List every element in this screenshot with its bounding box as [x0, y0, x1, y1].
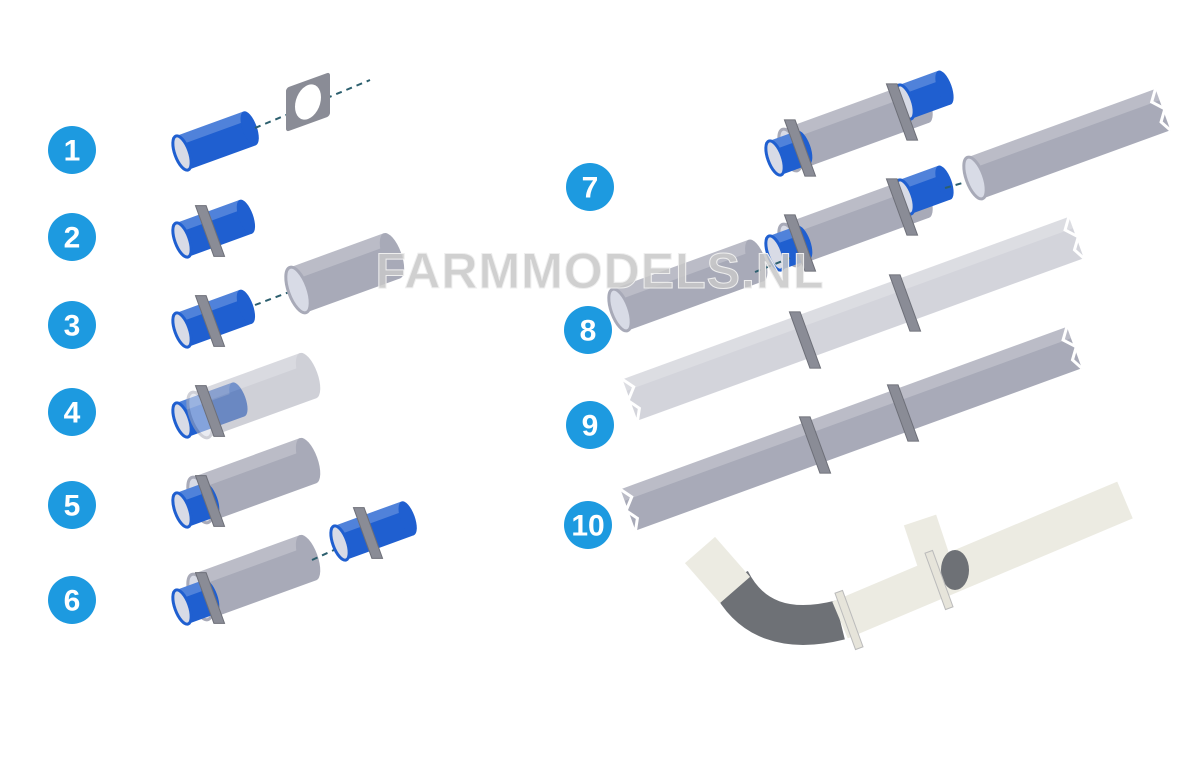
flange — [885, 83, 919, 141]
step-badge-3: 3 — [48, 301, 96, 349]
translucent-pipe — [186, 352, 321, 440]
flange — [194, 205, 226, 257]
gray-pipe — [284, 233, 405, 315]
step-badge-8: 8 — [564, 306, 612, 354]
blue-sleeve — [329, 501, 417, 562]
step-number: 6 — [64, 585, 81, 618]
step-number: 10 — [571, 510, 604, 543]
flange — [783, 214, 817, 272]
badge-circle — [566, 163, 614, 211]
step-number: 4 — [64, 397, 81, 430]
flange — [885, 178, 919, 236]
flange — [194, 572, 226, 624]
step-badge-1: 1 — [48, 126, 96, 174]
flange — [783, 119, 817, 177]
step-number: 9 — [582, 410, 599, 443]
elbow-assembly — [684, 481, 1133, 651]
badge-circle — [48, 481, 96, 529]
blue-sleeve — [894, 70, 954, 121]
step-number: 5 — [64, 490, 81, 523]
step-number: 3 — [64, 310, 81, 343]
badge-circle — [564, 501, 612, 549]
badge-circle — [566, 401, 614, 449]
badge-circle — [48, 301, 96, 349]
translucent-long-pipe — [621, 216, 1085, 421]
gray-pipe — [607, 239, 768, 333]
alignment-line — [254, 79, 371, 129]
step-badge-4: 4 — [48, 388, 96, 436]
badge-circle — [48, 388, 96, 436]
step-badge-2: 2 — [48, 213, 96, 261]
step-badge-7: 7 — [566, 163, 614, 211]
badge-circle — [48, 576, 96, 624]
blue-sleeve — [171, 111, 259, 172]
badge-circle — [564, 306, 612, 354]
flange — [352, 507, 384, 559]
step-badge-5: 5 — [48, 481, 96, 529]
flange — [194, 295, 226, 347]
watermark: FARMMODELS.NL — [375, 243, 824, 299]
alignment-line — [254, 287, 301, 306]
step-badge-6: 6 — [48, 576, 96, 624]
flange — [798, 416, 832, 474]
step-number: 7 — [582, 172, 599, 205]
flange — [194, 385, 226, 437]
step-number: 8 — [580, 315, 597, 348]
step-badge-9: 9 — [566, 401, 614, 449]
badge-circle — [48, 126, 96, 174]
blue-sleeve — [894, 165, 954, 216]
flange-ring — [286, 72, 330, 132]
badge-circle — [48, 213, 96, 261]
flange — [888, 274, 922, 332]
step-number: 1 — [64, 135, 81, 168]
flange — [886, 384, 920, 442]
flange — [194, 475, 226, 527]
step-badge-10: 10 — [564, 501, 612, 549]
long-gray-pipe — [962, 88, 1172, 201]
assembled-pipe — [619, 326, 1083, 531]
flange — [788, 311, 822, 369]
step-number: 2 — [64, 222, 81, 255]
